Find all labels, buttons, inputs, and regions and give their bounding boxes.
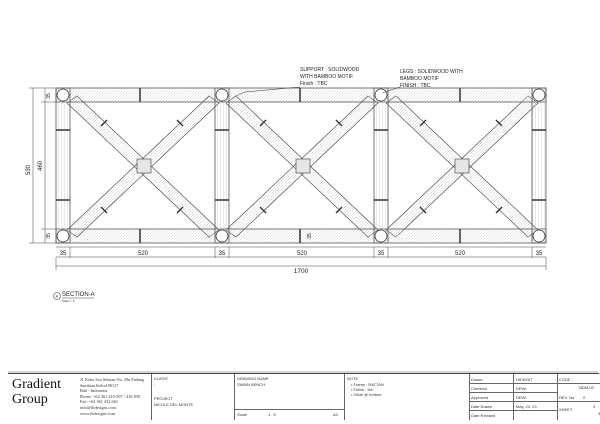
drawn-value: HIDAYAT (516, 377, 533, 382)
callout-leaders (235, 86, 401, 97)
approved-value: DEWI (516, 395, 527, 400)
paper-size: A3 (333, 412, 338, 417)
bench-frame (55, 87, 547, 244)
project-value: NICOLE DEL MONTE (154, 402, 194, 407)
dim-top-rail: 35 (46, 93, 52, 99)
sheet-label: SHEET (559, 407, 573, 412)
approved-label: Approved (471, 395, 489, 400)
svg-text:A: A (56, 294, 59, 298)
callout-legs: LEGS : SOLIDWOOD WITH BAMBOO MOTIF FINIS… (400, 69, 464, 89)
svg-text:Scale 1 : 5: Scale 1 : 5 (62, 299, 75, 303)
drawing-name-value: SWAIN BENCH (237, 382, 266, 387)
diagonal-braces (66, 95, 539, 238)
client-value: : (154, 382, 156, 387)
bottom-rail (55, 228, 547, 244)
date-revised-label: Date Revised (471, 413, 496, 418)
dim-total-width: 1700 (294, 268, 309, 275)
company-address: Jl. Kebo Iwa Selatan No. 39a Padang Samb… (80, 377, 144, 416)
rev-value: 0 (583, 395, 586, 400)
horizontal-dimensions (55, 246, 547, 270)
code-label: CODE : (559, 377, 573, 382)
dim-leg-2: 35 (219, 251, 226, 257)
joint-circles (56, 88, 546, 243)
date-drawn-label: Date Drawn (471, 404, 493, 409)
dim-bay-2: 520 (297, 251, 308, 257)
drawn-label: Drawn (471, 377, 483, 382)
legs (55, 87, 547, 244)
dim-rail-mid: 35 (307, 233, 313, 239)
company-logo: Gradient Group (12, 377, 61, 407)
date-drawn-value: May, 23, 23 (516, 404, 537, 409)
code-value: NDM-03 (579, 385, 594, 390)
dim-bottom-rail: 35 (46, 233, 52, 239)
dim-leg-4: 35 (536, 251, 543, 257)
dim-leg-3: 35 (378, 251, 385, 257)
svg-text:SECTION-A: SECTION-A (62, 292, 95, 298)
scale-label: Scale (237, 412, 248, 417)
checked-label: Checked (471, 386, 487, 391)
dim-overall-height: 530 (26, 164, 32, 175)
note-1: • Frame : RATTAN (351, 382, 384, 387)
scale-value: 1 : 5 (268, 412, 276, 417)
drawing-name-label: DRAWING NAME (237, 376, 269, 381)
sheet-value: 3 (593, 404, 596, 409)
project-label: PROJECT (154, 396, 173, 401)
checked-value: DEWI (516, 386, 527, 391)
client-label: CLIENT (154, 376, 169, 381)
rev-label: REV. No. (559, 395, 576, 400)
top-rail (55, 87, 547, 103)
sheet-total: 3 (598, 411, 600, 416)
note-label: NOTE (347, 376, 359, 381)
dim-bay-1: 520 (138, 251, 149, 257)
note-3: • Glide @ bottom (351, 392, 382, 397)
note-2: • Finish : tbc (351, 387, 373, 392)
vertical-dimensions (29, 87, 56, 244)
dim-leg-1: 35 (60, 251, 67, 257)
section-label: A SECTION-A Scale 1 : 5 (53, 292, 95, 303)
dim-inner-height: 460 (38, 160, 44, 171)
callout-support: SUPPORT : SOLIDWOOD WITH BAMBOO MOTIF Fi… (300, 67, 361, 87)
title-block: Gradient Group Jl. Kebo Iwa Selatan No. … (8, 373, 600, 420)
dim-bay-3: 520 (455, 251, 466, 257)
